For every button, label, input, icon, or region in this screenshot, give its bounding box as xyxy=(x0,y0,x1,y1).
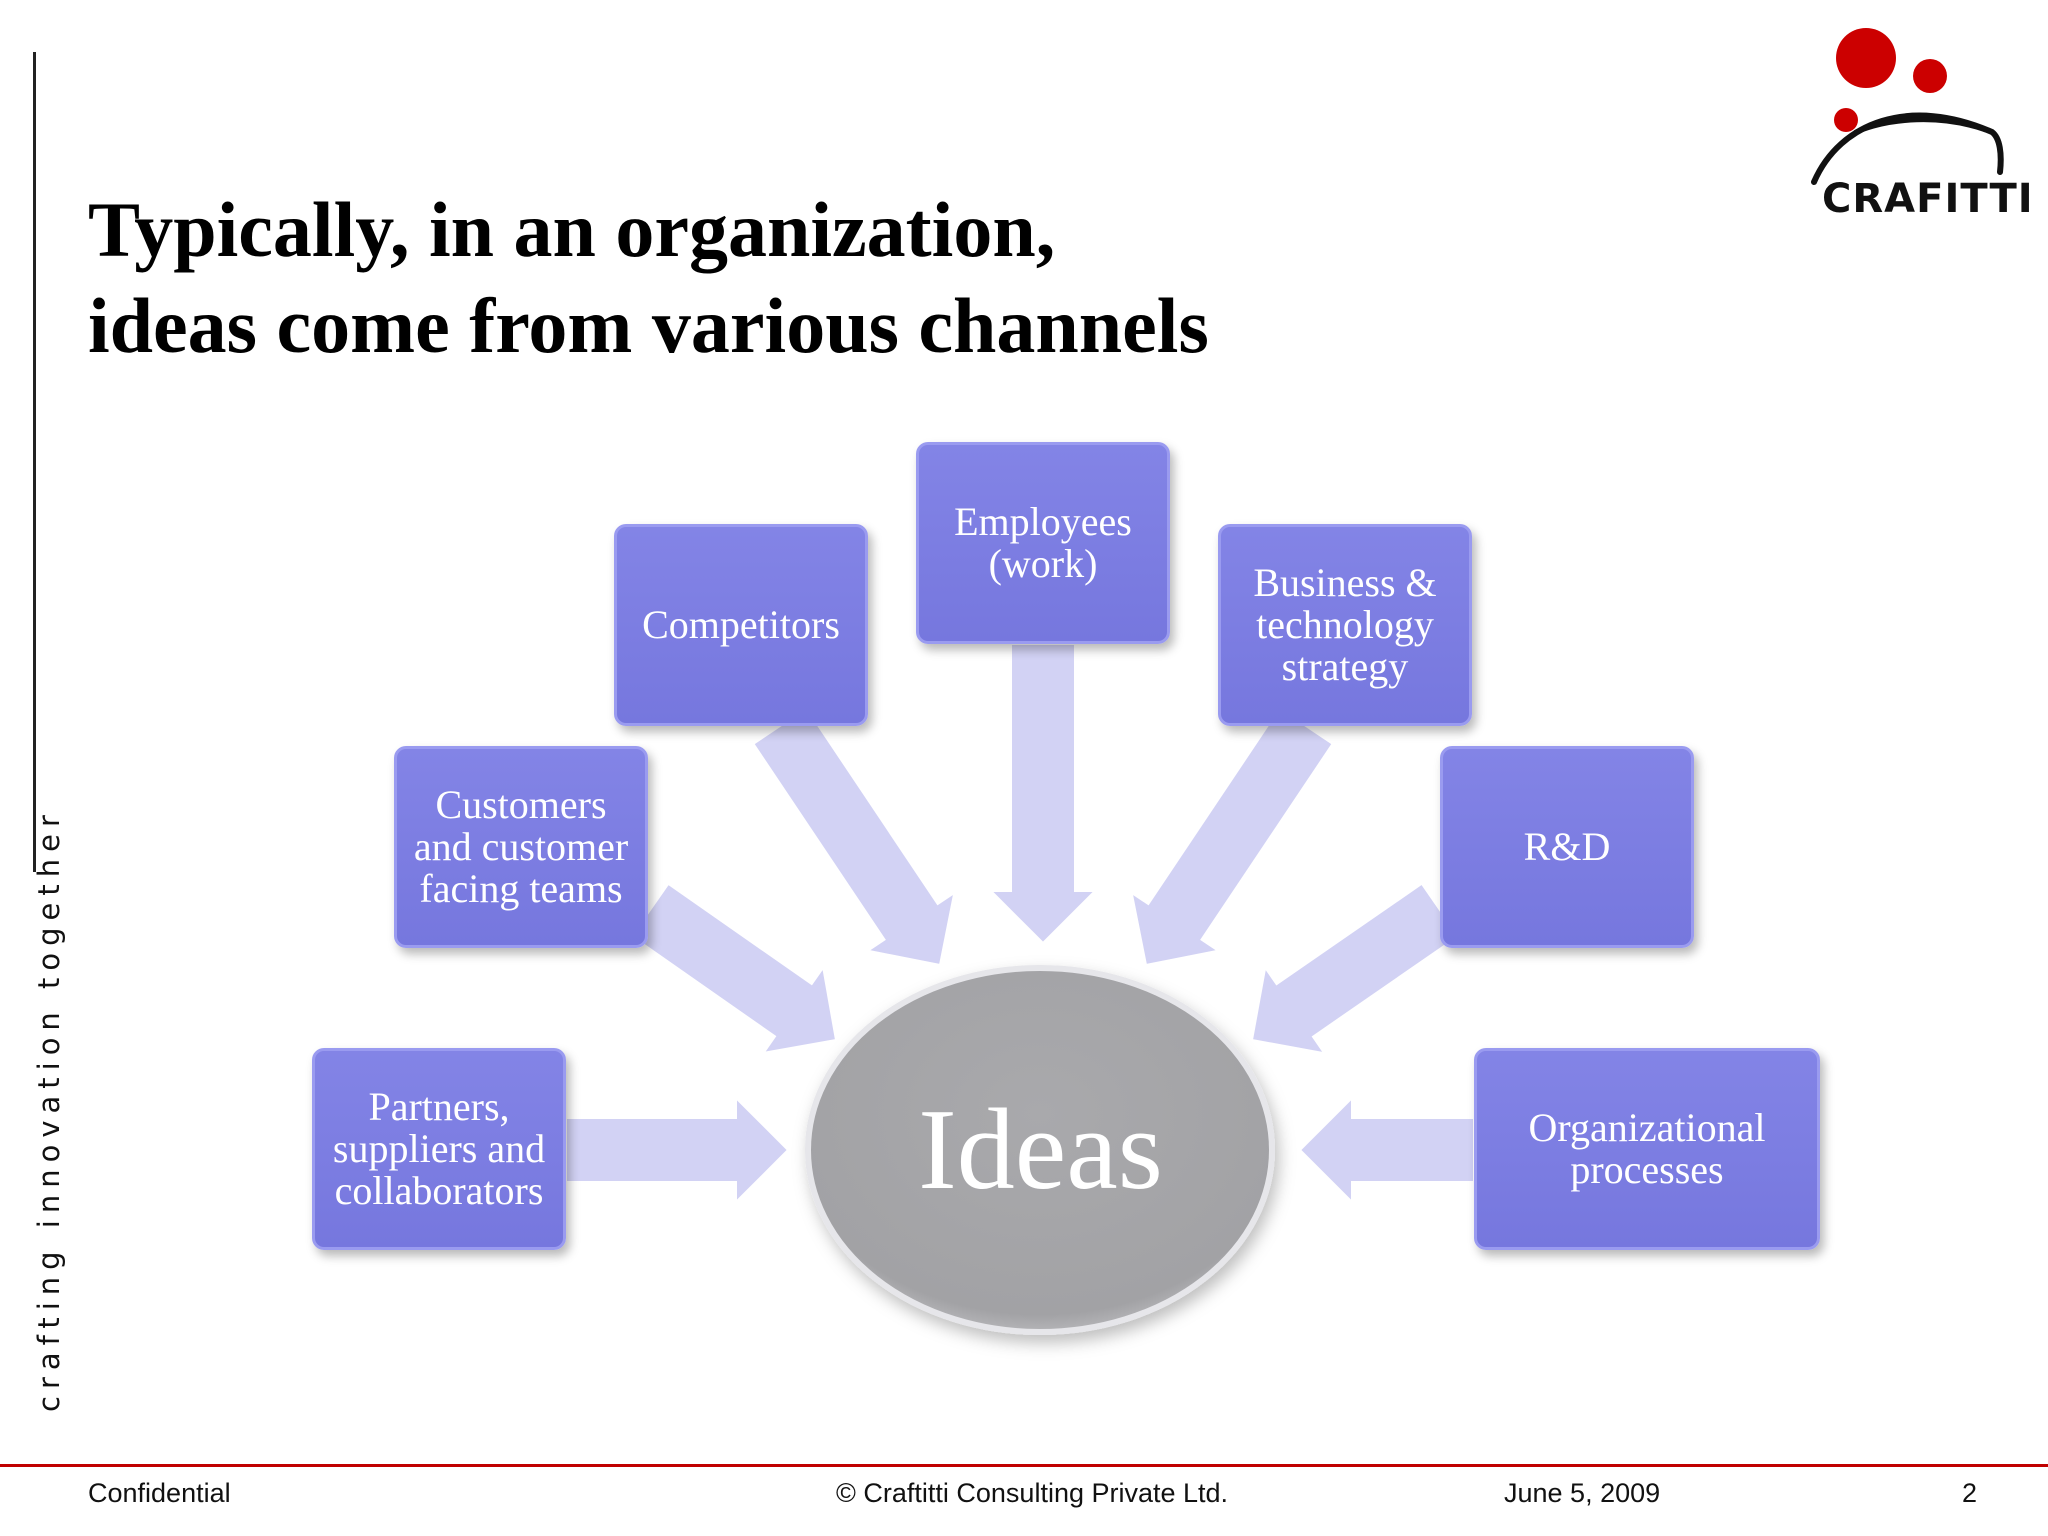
source-box-employees: Employees(work) xyxy=(916,442,1170,644)
arrow-partners xyxy=(565,1095,790,1205)
source-label-line: Competitors xyxy=(642,602,840,647)
source-box-label: R&D xyxy=(1524,826,1611,868)
footer-divider xyxy=(0,1464,2048,1467)
source-label-line: facing teams xyxy=(419,866,623,911)
title-line-1: Typically, in an organization, xyxy=(88,186,1056,273)
logo-wordmark: CRAFITTI xyxy=(1822,176,2034,222)
arrows-group xyxy=(565,643,1475,1205)
arrow-rnd xyxy=(1250,882,1460,1055)
source-label-line: strategy xyxy=(1281,644,1409,689)
arrow-customers xyxy=(630,882,838,1055)
source-label-line: collaborators xyxy=(334,1168,544,1213)
ideas-diagram xyxy=(565,643,1475,1335)
source-label-line: processes xyxy=(1570,1147,1724,1192)
ideas-ellipse xyxy=(805,965,1275,1335)
source-label-line: Customers xyxy=(435,782,607,827)
source-box-label: Competitors xyxy=(642,604,840,646)
source-box-competitors: Competitors xyxy=(614,524,868,726)
footer-confidential: Confidential xyxy=(88,1478,231,1508)
source-label-line: and customer xyxy=(413,824,629,869)
source-label-line: Partners, xyxy=(368,1084,510,1129)
source-label-line: Organizational xyxy=(1528,1105,1766,1150)
source-box-rnd: R&D xyxy=(1440,746,1694,948)
logo-arc xyxy=(1811,112,2004,185)
title-line-2: ideas come from various channels xyxy=(88,282,1209,369)
vertical-divider xyxy=(33,52,36,872)
arrow-organizational xyxy=(1298,1095,1475,1205)
logo-medium-dot xyxy=(1913,59,1947,93)
source-label-line: R&D xyxy=(1523,824,1611,869)
source-label-line: Employees xyxy=(954,499,1132,544)
logo-swoosh xyxy=(1853,117,1989,135)
source-box-label: Employees(work) xyxy=(954,501,1132,585)
source-label-line: suppliers and xyxy=(332,1126,546,1171)
slide-title: Typically, in an organization, ideas com… xyxy=(88,182,1338,374)
footer-copyright: © Craftitti Consulting Private Ltd. xyxy=(836,1478,1229,1508)
crafitti-logo-icon xyxy=(1811,28,2004,185)
ideas-label: Ideas xyxy=(918,1085,1163,1214)
source-label-line: Business & xyxy=(1253,560,1437,605)
logo-large-dot xyxy=(1836,28,1896,88)
footer-page-number: 2 xyxy=(1962,1478,1978,1508)
arrow-business-technology xyxy=(1130,706,1334,967)
arrow-competitors xyxy=(752,706,956,967)
arrow-employees xyxy=(988,643,1098,945)
logo-small-dot xyxy=(1834,108,1858,132)
source-label-line: technology xyxy=(1256,602,1434,647)
source-label-line: (work) xyxy=(988,541,1098,586)
footer-date: June 5, 2009 xyxy=(1504,1478,1661,1508)
